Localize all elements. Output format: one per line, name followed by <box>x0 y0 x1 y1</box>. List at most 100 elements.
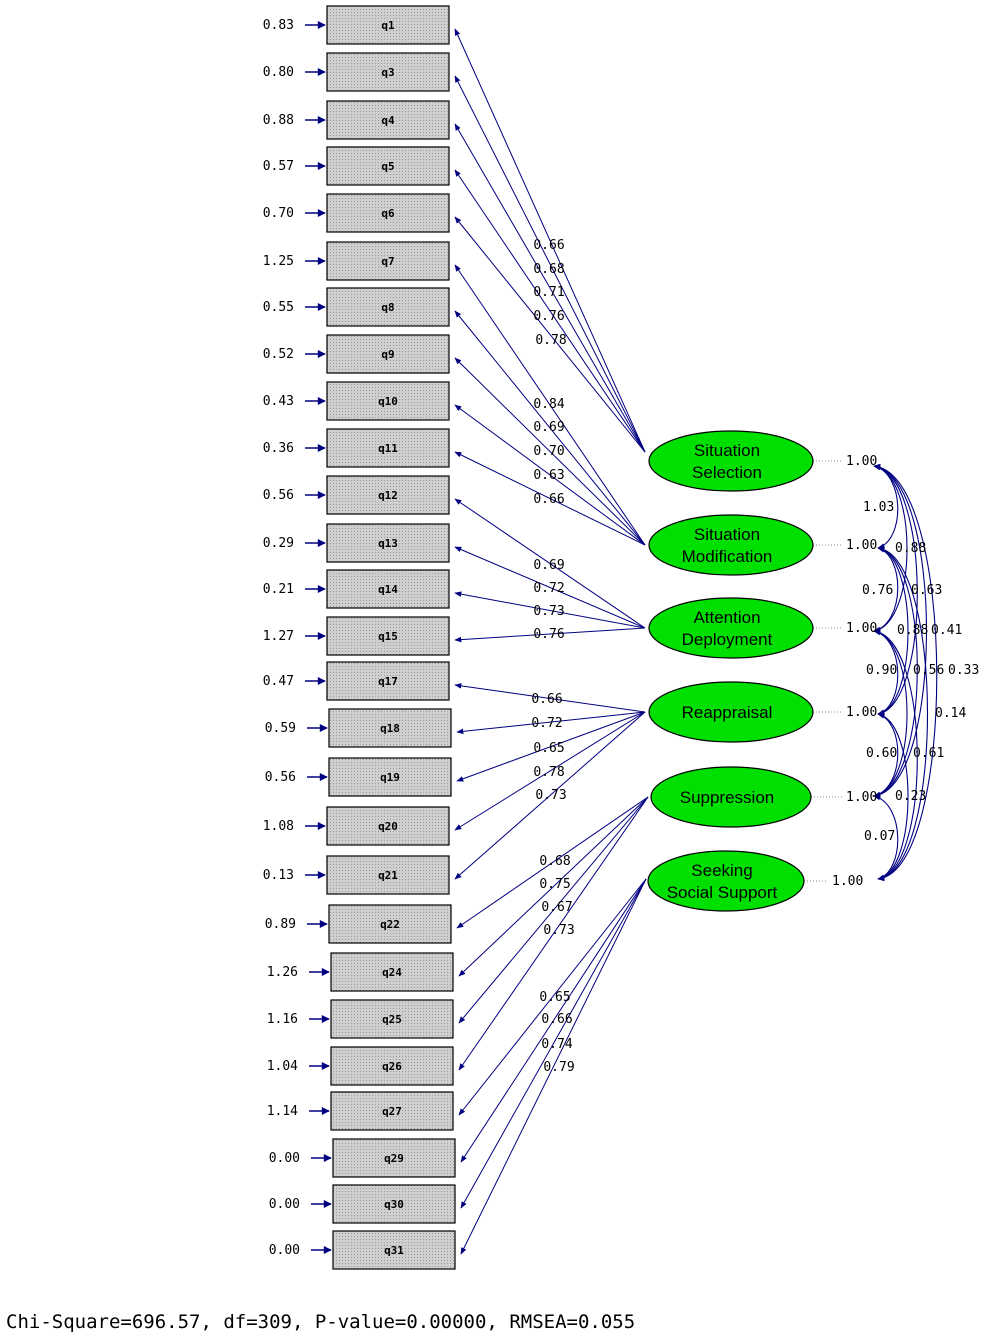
item-rect <box>326 661 450 701</box>
loading-label: 0.68 <box>533 262 564 277</box>
error-variance-label: 0.88 <box>263 113 294 128</box>
loading-arrow <box>454 216 646 453</box>
correlation-arc <box>873 464 918 716</box>
error-variance-label: 0.36 <box>263 441 294 456</box>
item-rect <box>326 855 450 895</box>
factor-ellipse <box>648 597 814 659</box>
loading-label: 0.72 <box>531 716 562 731</box>
item-rect <box>326 241 450 281</box>
item-label: q13 <box>378 537 398 550</box>
correlation-label: 0.41 <box>931 623 962 638</box>
item-box-q29: q29 <box>332 1138 456 1178</box>
correlation-arc <box>873 629 918 881</box>
loading-label: 0.63 <box>533 468 564 483</box>
correlation-label: 0.88 <box>895 541 926 556</box>
error-variance-label: 1.25 <box>263 254 294 269</box>
item-box-q26: q26 <box>330 1046 454 1086</box>
item-rect <box>326 52 450 92</box>
loading-label: 0.73 <box>533 604 564 619</box>
loading-arrow <box>454 591 646 629</box>
item-rect <box>326 5 450 45</box>
loading-label: 0.67 <box>541 900 572 915</box>
loading-arrow <box>460 878 647 1209</box>
loading-arrow <box>458 796 649 1071</box>
item-rect <box>326 193 450 233</box>
item-label: q10 <box>378 395 398 408</box>
loading-arrow <box>454 546 646 629</box>
correlation-arc <box>873 464 908 633</box>
loading-arrow <box>460 878 647 1163</box>
correlation-label: 0.90 <box>866 663 897 678</box>
error-variance-label: 0.57 <box>263 159 294 174</box>
item-label: q24 <box>382 966 402 979</box>
loading-label: 0.74 <box>541 1037 572 1052</box>
loading-arrow <box>454 404 646 546</box>
error-variance-label: 0.70 <box>263 206 294 221</box>
error-variance-label: 0.43 <box>263 394 294 409</box>
loading-label: 0.65 <box>539 990 570 1005</box>
factor-label: Attention <box>693 608 760 627</box>
item-label: q4 <box>381 114 395 127</box>
error-variance-label: 0.83 <box>263 18 294 33</box>
loading-label: 0.76 <box>533 309 564 324</box>
item-rect <box>326 334 450 374</box>
loading-label: 0.73 <box>535 788 566 803</box>
loading-arrow <box>454 683 646 713</box>
item-label: q12 <box>378 489 398 502</box>
loading-label: 0.71 <box>533 285 564 300</box>
item-rect <box>332 1138 456 1178</box>
loading-label: 0.72 <box>533 581 564 596</box>
factor-label: Seeking <box>691 861 752 880</box>
item-box-q4: q4 <box>326 100 450 140</box>
factor-label: Social Support <box>667 883 778 902</box>
correlation-label: 0.23 <box>895 789 926 804</box>
item-box-q20: q20 <box>326 806 450 846</box>
factor-variance-label: 1.00 <box>832 874 863 889</box>
item-label: q15 <box>378 630 398 643</box>
item-box-q27: q27 <box>330 1091 454 1131</box>
error-variance-label: 0.00 <box>269 1243 300 1258</box>
item-rect <box>330 1046 454 1086</box>
correlation-arc <box>873 629 908 798</box>
error-variance-label: 0.29 <box>263 536 294 551</box>
loading-arrow <box>456 711 646 782</box>
loading-arrow <box>454 451 646 546</box>
loading-arrow <box>458 878 647 1116</box>
item-label: q8 <box>381 301 394 314</box>
item-box-q25: q25 <box>330 999 454 1039</box>
correlation-arc <box>873 463 938 882</box>
item-rect <box>326 381 450 421</box>
loading-label: 0.69 <box>533 558 564 573</box>
loading-arrow <box>454 123 646 453</box>
item-box-q7: q7 <box>326 241 450 281</box>
item-rect <box>326 523 450 563</box>
loading-arrow <box>454 75 646 453</box>
item-box-q18: q18 <box>328 708 452 748</box>
correlation-label: 0.88 <box>897 623 928 638</box>
item-label: q27 <box>382 1105 402 1118</box>
loading-label: 0.78 <box>533 765 564 780</box>
factor-variance-label: 1.00 <box>846 454 877 469</box>
loading-label: 0.73 <box>543 923 574 938</box>
correlation-label: 0.14 <box>935 706 966 721</box>
item-label: q3 <box>381 66 394 79</box>
loading-label: 0.79 <box>543 1060 574 1075</box>
item-box-q30: q30 <box>332 1184 456 1224</box>
error-variance-label: 0.52 <box>263 347 294 362</box>
loading-label: 0.68 <box>539 854 570 869</box>
correlation-label: 1.03 <box>863 500 894 515</box>
error-variance-label: 0.59 <box>265 721 296 736</box>
factor-node: Reappraisal <box>648 681 814 743</box>
loading-label: 0.76 <box>533 627 564 642</box>
item-label: q29 <box>384 1152 404 1165</box>
item-label: q6 <box>381 207 395 220</box>
factor-variance-label: 1.00 <box>846 705 877 720</box>
item-rect <box>332 1184 456 1224</box>
loading-arrow <box>454 169 646 453</box>
error-variance-label: 0.21 <box>263 582 294 597</box>
error-variance-label: 0.56 <box>265 770 296 785</box>
item-label: q20 <box>378 820 398 833</box>
item-rect <box>328 708 452 748</box>
